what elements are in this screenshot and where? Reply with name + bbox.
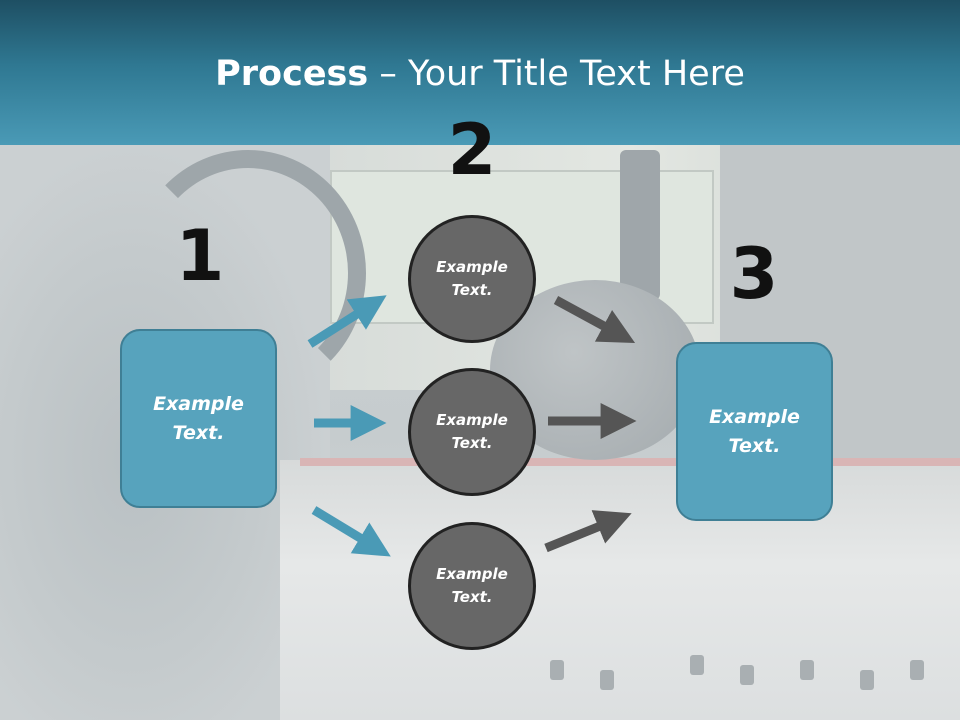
circle-text: Example Text. [436, 565, 508, 606]
step-number-1: 1 [175, 215, 225, 297]
bg-desk-stripe [300, 458, 960, 466]
step-3-text: Example Text. [709, 405, 800, 457]
step-3-box[interactable]: Example Text. [676, 342, 833, 521]
slide-title: Process – Your Title Text Here [0, 52, 960, 96]
bg-mic-stand [620, 150, 660, 300]
step-number-2: 2 [447, 109, 497, 191]
title-bar: Process – Your Title Text Here [0, 0, 960, 145]
step-2-circle-top[interactable]: Example Text. [408, 215, 536, 343]
circle-text: Example Text. [436, 258, 508, 299]
step-2-circle-bottom[interactable]: Example Text. [408, 522, 536, 650]
circle-text: Example Text. [436, 411, 508, 452]
bg-knob [600, 670, 614, 690]
step-1-text: Example Text. [153, 392, 244, 444]
bg-knob [550, 660, 564, 680]
bg-knob [910, 660, 924, 680]
step-2-circle-middle[interactable]: Example Text. [408, 368, 536, 496]
title-bold: Process [215, 54, 369, 94]
bg-knob [800, 660, 814, 680]
step-1-box[interactable]: Example Text. [120, 329, 277, 508]
step-number-3: 3 [729, 233, 779, 315]
bg-knob [740, 665, 754, 685]
bg-knob [690, 655, 704, 675]
bg-knob [860, 670, 874, 690]
bg-mixing-desk [280, 460, 960, 720]
title-rest: – Your Title Text Here [368, 54, 745, 94]
